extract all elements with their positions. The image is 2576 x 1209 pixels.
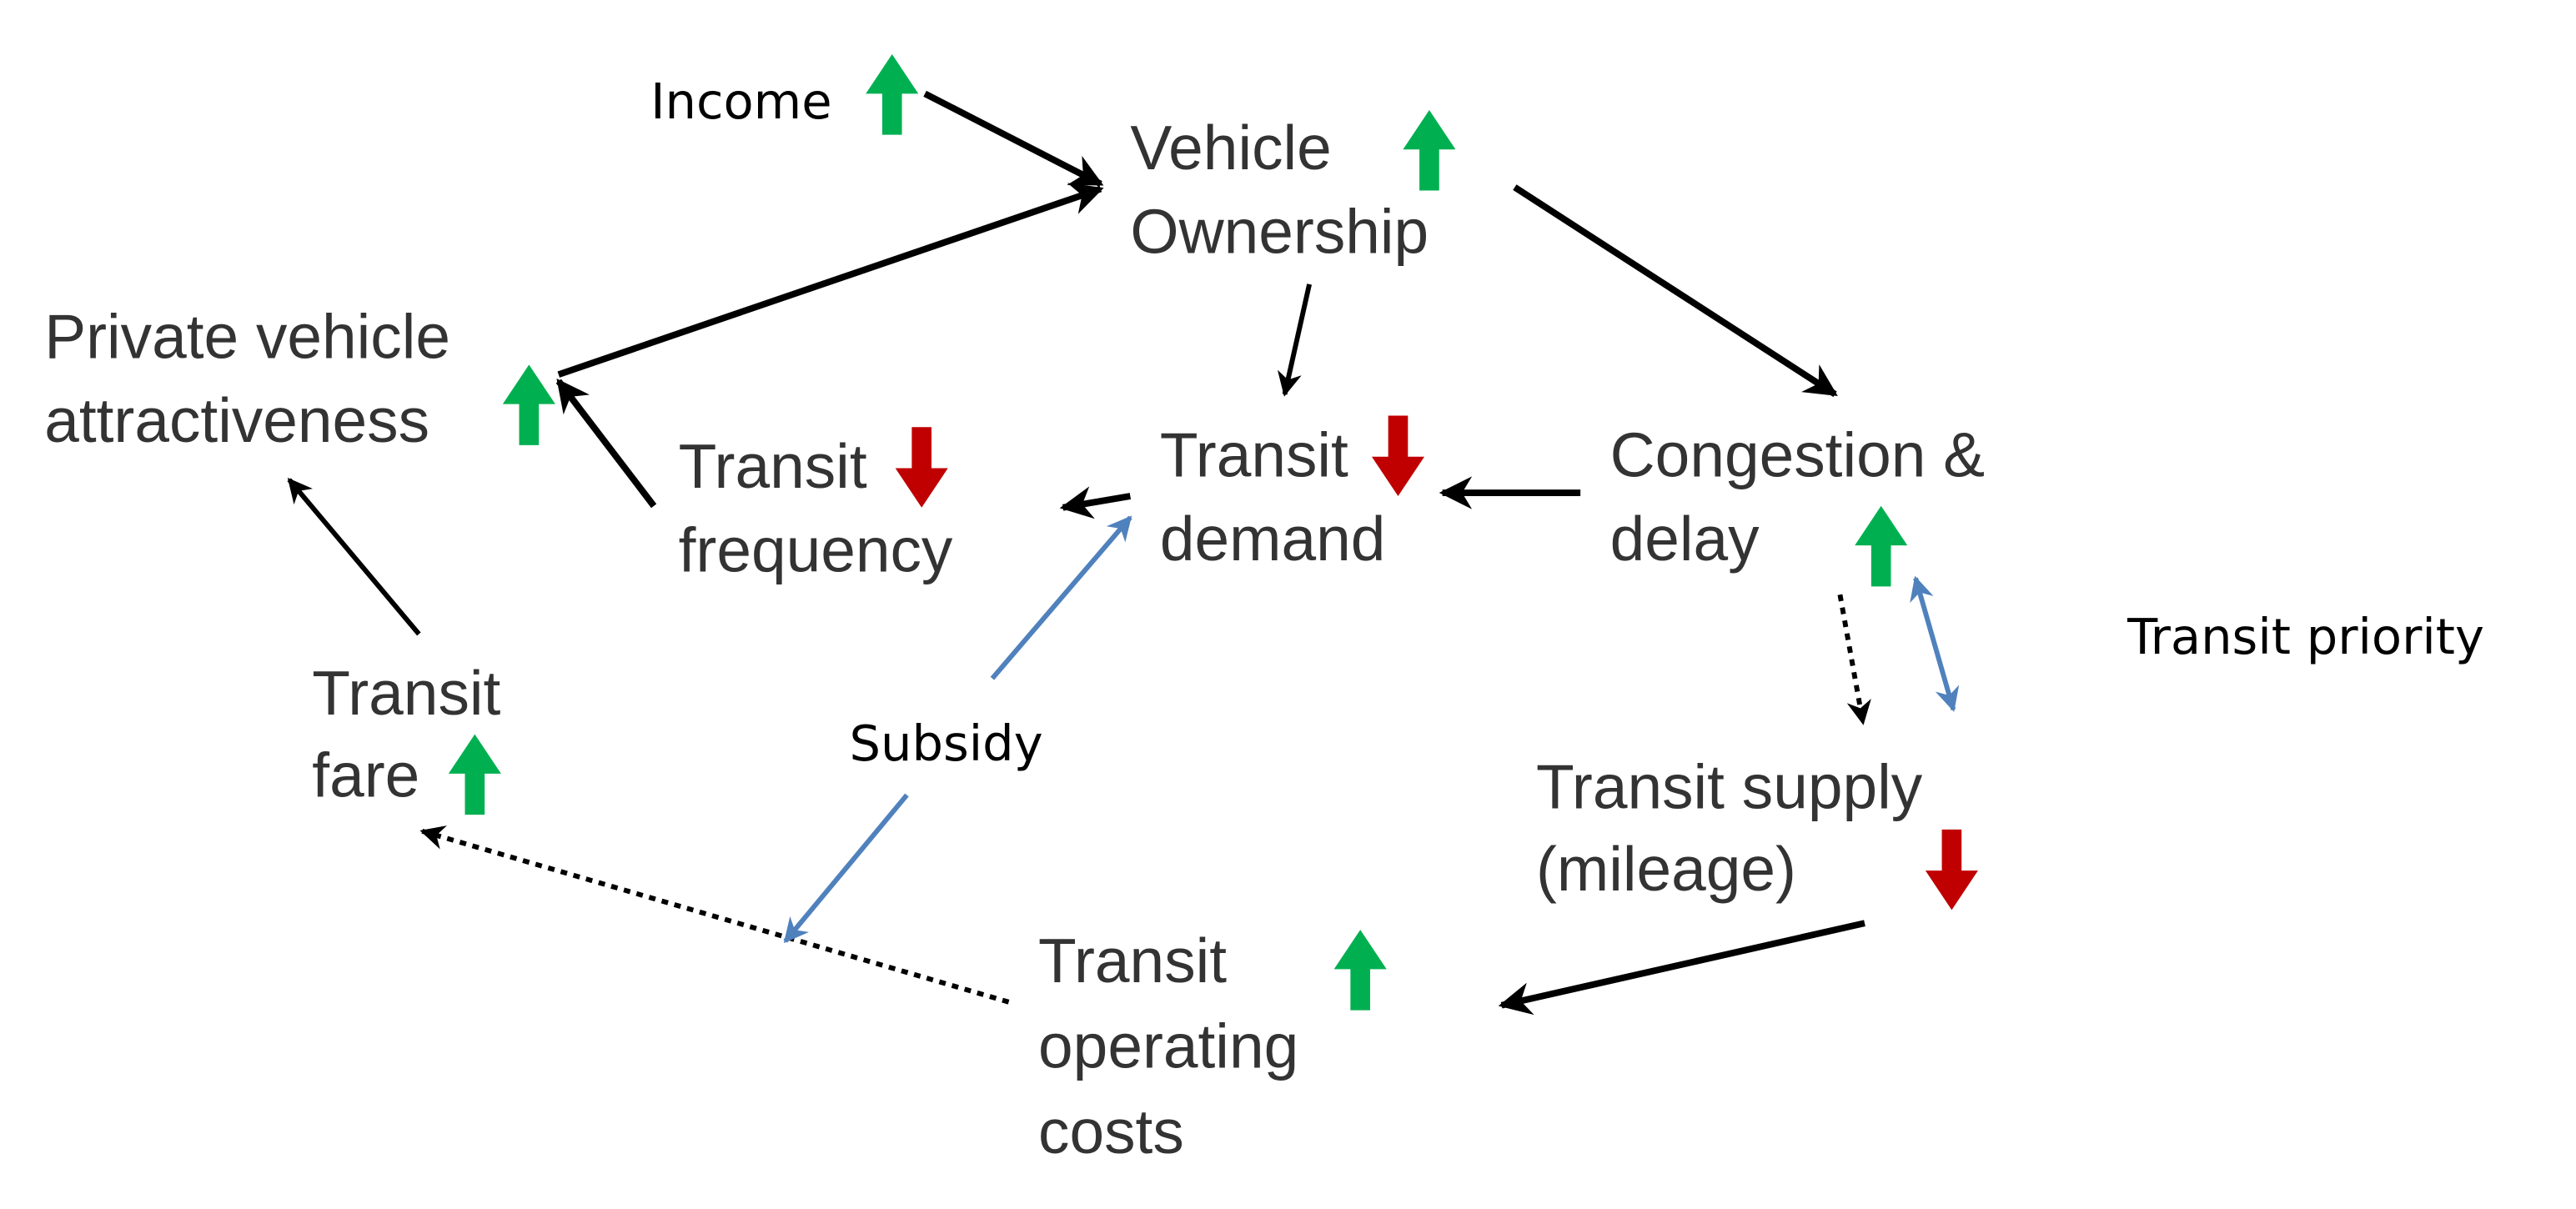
node-income: Income bbox=[650, 73, 831, 130]
link-attractiveness-to-ownership bbox=[557, 183, 1104, 378]
link-demand-to-frequency bbox=[1059, 486, 1132, 519]
node-congestion-delay: Congestion &delay bbox=[1610, 419, 1985, 573]
link-congestion-to-supply bbox=[1837, 594, 1871, 725]
decrease-arrow-icon-transit-frequency bbox=[895, 427, 948, 508]
decrease-arrow-icon-transit-demand bbox=[1371, 415, 1425, 496]
link-income-to-ownership bbox=[923, 90, 1104, 188]
increase-arrow-icon-transit-operating-costs bbox=[1333, 930, 1387, 1011]
increase-arrow-icon-transit-fare bbox=[448, 734, 501, 815]
policy-subsidy: Subsidy bbox=[850, 715, 1043, 772]
link-ownership-to-demand bbox=[1277, 283, 1312, 397]
link-costs-to-fare bbox=[419, 825, 1010, 1005]
decrease-arrow-icon-transit-supply bbox=[1925, 829, 1978, 911]
policy-transit-priority: Transit priority bbox=[2127, 608, 2484, 665]
increase-arrow-icon-income bbox=[866, 54, 919, 135]
link-ownership-to-congestion bbox=[1513, 184, 1838, 398]
link-supply-to-costs bbox=[1498, 920, 1865, 1016]
link-frequency-to-attractiveness bbox=[555, 378, 657, 509]
increase-arrow-icon-private-vehicle-attractiveness bbox=[502, 364, 555, 445]
node-transit-supply: Transit supply(mileage) bbox=[1536, 751, 1923, 904]
link-subsidy-to-costs bbox=[783, 793, 909, 944]
link-fare-to-attractiveness bbox=[287, 478, 421, 636]
increase-arrow-icon-vehicle-ownership bbox=[1403, 110, 1456, 191]
link-subsidy-to-demand bbox=[990, 515, 1132, 680]
link-transit-priority-double bbox=[1910, 575, 1960, 712]
increase-arrow-icon-congestion-delay bbox=[1855, 505, 1908, 587]
